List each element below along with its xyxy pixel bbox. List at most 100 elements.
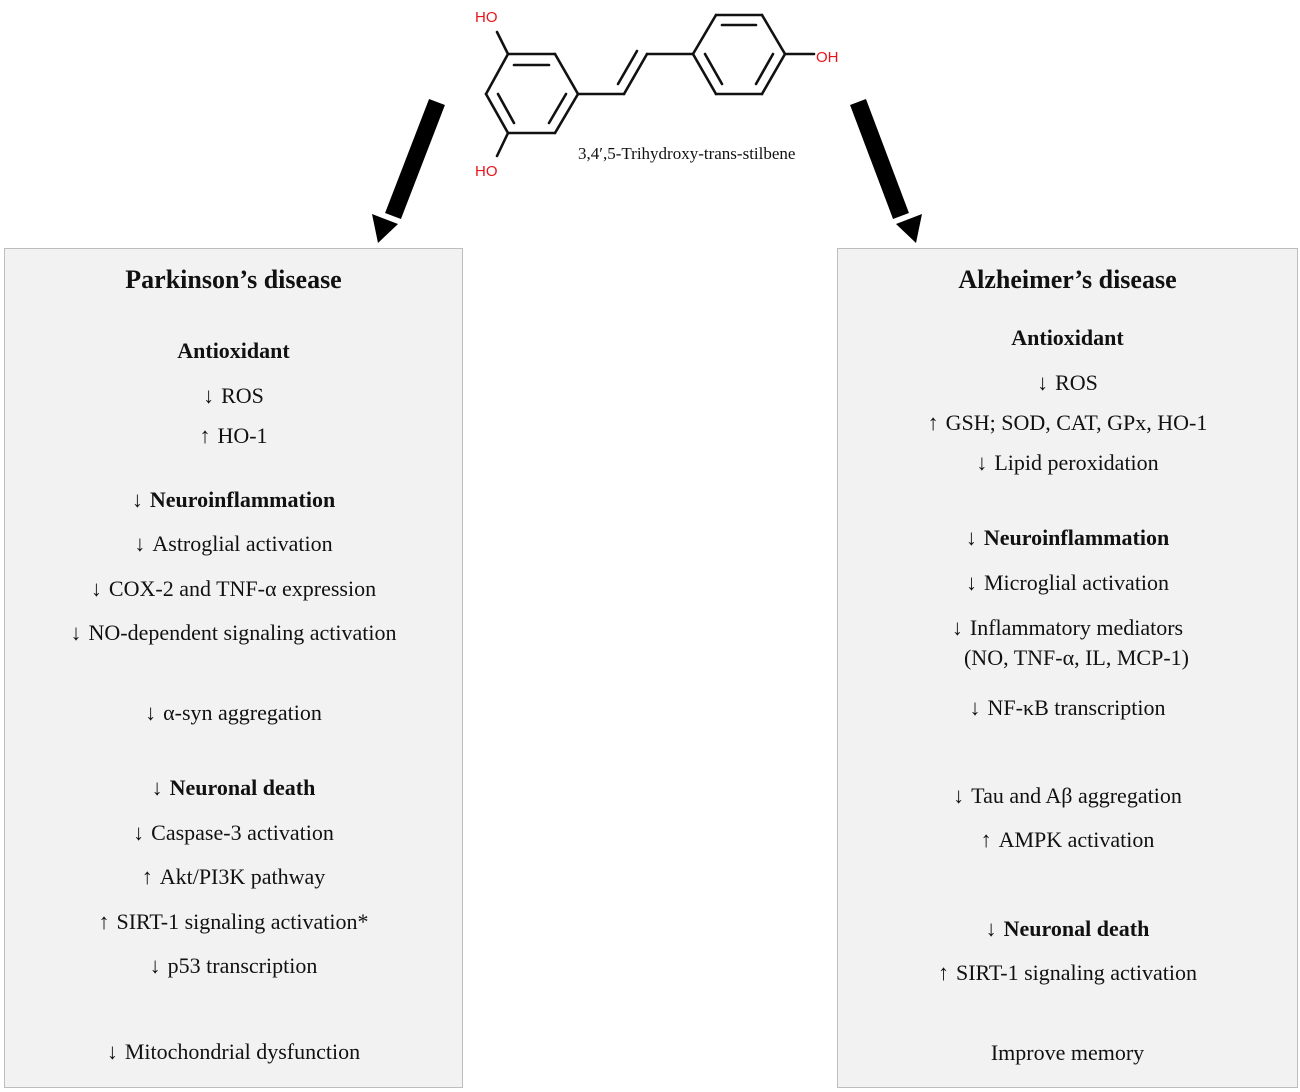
hydroxyl-label-bottom: HO [475,163,498,180]
effect-text: Neuroinflammation [149,487,336,512]
up-arrow-icon: ↑ [141,864,153,889]
effect-text: Lipid peroxidation [994,450,1159,475]
ad-line-ros: ↓ROS [838,370,1297,396]
effect-text: HO-1 [217,423,268,448]
aromatic-bond [703,52,724,86]
effect-text: Akt/PI3K pathway [159,864,326,889]
aromatic-bond [547,92,568,125]
alzheimers-panel: Alzheimer’s disease Antioxidant ↓ROS ↑GS… [837,248,1298,1088]
down-arrow-icon: ↓ [976,450,988,475]
bond [622,52,649,96]
arrowhead-parkinsons [372,214,398,243]
down-arrow-icon: ↓ [965,525,977,550]
hydroxyl-label-top: HO [475,9,498,26]
up-arrow-icon: ↑ [980,827,992,852]
pd-line-cox2: ↓COX-2 and TNF-α expression [5,576,462,602]
arrow-to-parkinsons [385,98,445,220]
pd-line-mitochondrial: ↓Mitochondrial dysfunction [5,1039,462,1065]
pd-line-caspase3: ↓Caspase-3 activation [5,820,462,846]
effect-text: COX-2 and TNF-α expression [108,576,377,601]
pd-line-antioxidant: Antioxidant [5,338,462,364]
alzheimers-title: Alzheimer’s disease [958,265,1177,294]
ad-line-tau: ↓Tau and Aβ aggregation [838,783,1297,809]
effect-text: AMPK activation [998,827,1155,852]
down-arrow-icon: ↓ [965,570,977,595]
effect-text: ROS [1055,370,1098,395]
bond [691,13,718,56]
arrow-to-alzheimers [850,99,909,219]
effect-text: Tau and Aβ aggregation [971,783,1182,808]
pd-line-p53: ↓p53 transcription [5,953,462,979]
effect-text: Mitochondrial dysfunction [124,1039,361,1064]
effect-text: Neuroinflammation [983,525,1170,550]
ad-line-lipid: ↓Lipid peroxidation [838,450,1297,476]
ad-line-antioxidant: Antioxidant [838,325,1297,351]
pd-line-ros: ↓ROS [5,383,462,409]
effect-text: SIRT-1 signaling activation* [116,909,369,934]
pd-line-asyn: ↓α-syn aggregation [5,700,462,726]
up-arrow-icon: ↑ [937,960,949,985]
down-arrow-icon: ↓ [203,383,215,408]
bond [691,52,718,96]
effect-text: NF-κB transcription [987,695,1166,720]
ad-line-inflammatory: ↓Inflammatory mediators [838,615,1297,641]
effect-text: NO-dependent signaling activation [88,620,397,645]
effect-text: Microglial activation [983,570,1170,595]
ad-line-ampk: ↑AMPK activation [838,827,1297,853]
down-arrow-icon: ↓ [70,620,82,645]
pd-line-ho1: ↑HO-1 [5,423,462,449]
molecule-bonds [484,13,816,158]
ad-line-gsh: ↑GSH; SOD, CAT, GPx, HO-1 [838,410,1297,436]
down-arrow-icon: ↓ [151,775,163,800]
effect-text: Neuronal death [1003,916,1150,941]
parkinsons-title: Parkinson’s disease [125,265,342,294]
down-arrow-icon: ↓ [133,820,145,845]
bond [553,52,580,96]
down-arrow-icon: ↓ [1037,370,1049,395]
down-arrow-icon: ↓ [90,576,102,601]
bond [495,30,510,56]
effect-text: SIRT-1 signaling activation [955,960,1198,985]
ad-line-neuronal-death: ↓Neuronal death [838,916,1297,942]
effect-text: ROS [221,383,264,408]
up-arrow-icon: ↑ [98,909,110,934]
down-arrow-icon: ↓ [106,1039,118,1064]
down-arrow-icon: ↓ [985,916,997,941]
bond [484,92,510,135]
effect-text: (NO, TNF-α, IL, MCP-1) [963,645,1189,670]
down-arrow-icon: ↓ [951,615,963,640]
effect-text: Inflammatory mediators [969,615,1184,640]
resveratrol-structure: HO HO OH [372,9,922,243]
effect-text: Caspase-3 activation [151,820,334,845]
pd-line-sirt1: ↑SIRT-1 signaling activation* [5,909,462,935]
effect-text: α-syn aggregation [163,700,322,725]
pd-line-no-signaling: ↓NO-dependent signaling activation [5,620,462,646]
effect-text: Antioxidant [177,338,290,363]
pd-line-neuronal-death: ↓Neuronal death [5,775,462,801]
ad-line-mediators-list: (NO, TNF-α, IL, MCP-1) [838,645,1297,671]
effect-text: Improve memory [990,1040,1145,1065]
hydroxyl-label-right: OH [816,49,839,66]
effect-text: Astroglial activation [152,531,333,556]
arrowhead-alzheimers [896,214,922,243]
ad-line-microglial: ↓Microglial activation [838,570,1297,596]
ad-line-neuroinflammation: ↓Neuroinflammation [838,525,1297,551]
double-bond [616,49,639,86]
down-arrow-icon: ↓ [969,695,981,720]
ad-line-memory: Improve memory [838,1040,1297,1066]
effect-text: p53 transcription [167,953,318,978]
bond [495,131,510,158]
pd-line-akt: ↑Akt/PI3K pathway [5,864,462,890]
aromatic-bond [496,92,516,125]
bond [484,52,510,96]
down-arrow-icon: ↓ [131,487,143,512]
aromatic-bond [754,52,775,86]
compound-name: 3,4′,5-Trihydroxy-trans-stilbene [578,144,796,163]
ad-line-nfkb: ↓NF-κB transcription [838,695,1297,721]
ad-line-sirt1: ↑SIRT-1 signaling activation [838,960,1297,986]
effect-text: GSH; SOD, CAT, GPx, HO-1 [945,410,1208,435]
bond [760,13,787,56]
effect-text: Antioxidant [1011,325,1124,350]
effect-text: Neuronal death [169,775,316,800]
